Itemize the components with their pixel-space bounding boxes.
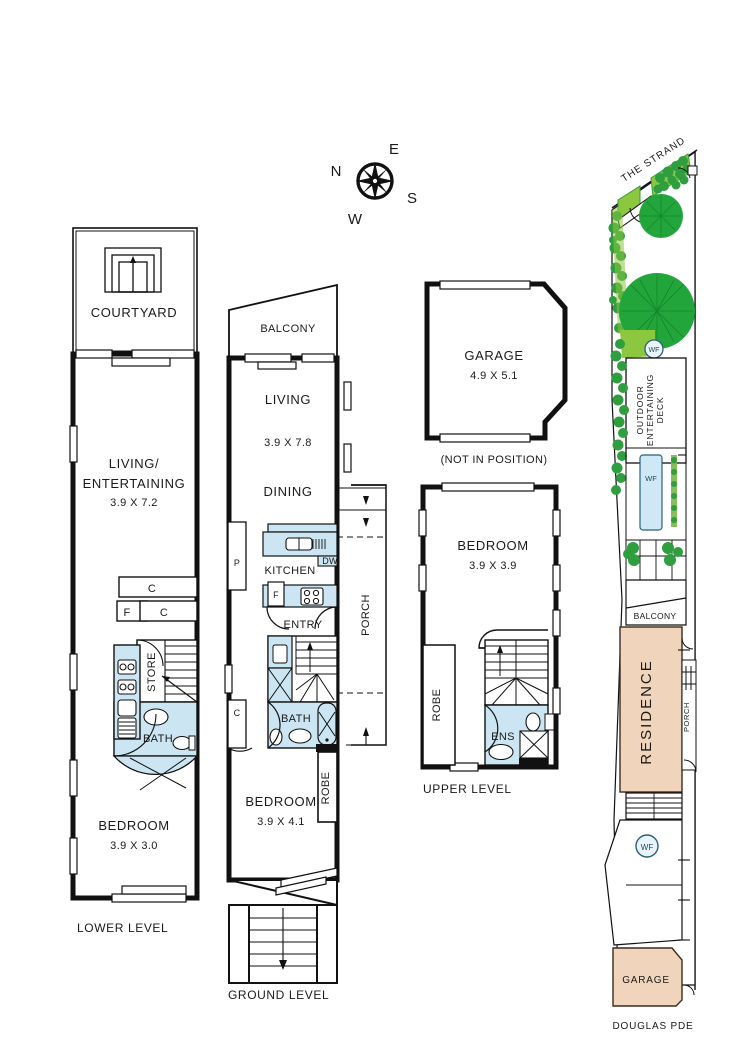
site-label-deck: DECK bbox=[655, 397, 665, 424]
site-residence: RESIDENCE bbox=[619, 626, 683, 793]
room-label-bedroom-lower: BEDROOM bbox=[98, 818, 169, 833]
lower-store-stair: STORE bbox=[136, 639, 198, 703]
room-label-bedroom-ground: BEDROOM bbox=[245, 794, 316, 809]
room-label-balcony: BALCONY bbox=[260, 323, 316, 335]
ground-bottom-window bbox=[275, 867, 338, 896]
compass-south-label: S bbox=[407, 190, 417, 207]
ground-pantry: P bbox=[227, 521, 247, 591]
room-label-entry: ENTRY bbox=[283, 619, 322, 631]
site-outdoor-deck: OUTDOOR ENTERTAINING DECK bbox=[625, 357, 687, 464]
room-label-robe-ground: ROBE bbox=[320, 772, 332, 805]
water-feature-marker-3: WF bbox=[635, 834, 659, 858]
wf-label-3: WF bbox=[641, 843, 654, 852]
upper-stair bbox=[478, 629, 549, 706]
level-caption-upper: UPPER LEVEL bbox=[423, 782, 512, 796]
room-label-bath-ground: BATH bbox=[281, 713, 311, 725]
lower-living-entertaining: LIVING/ ENTERTAINING 3.9 X 7.2 bbox=[83, 456, 186, 509]
site-pool-planting bbox=[671, 455, 677, 527]
ground-robe: ROBE bbox=[317, 751, 338, 823]
lower-level-walls bbox=[70, 351, 200, 901]
garage-caption: (NOT IN POSITION) bbox=[441, 454, 548, 466]
annotation-c-1: C bbox=[148, 583, 156, 595]
ground-front-steps bbox=[228, 904, 338, 984]
room-label-robe-upper: ROBE bbox=[431, 689, 443, 722]
compass-north-label: N bbox=[331, 163, 342, 180]
upper-robe: ROBE bbox=[422, 644, 456, 766]
compass-west-label: W bbox=[348, 211, 363, 228]
annotation-dw: DW bbox=[322, 556, 338, 566]
ground-porch: PORCH bbox=[337, 484, 387, 746]
compass-rose: N E S W bbox=[331, 141, 417, 228]
ground-bedroom: BEDROOM 3.9 X 4.1 bbox=[245, 794, 316, 828]
room-dims-garage: 4.9 X 5.1 bbox=[470, 370, 518, 382]
annotation-c-2: C bbox=[160, 607, 168, 619]
site-label-outdoor: OUTDOOR bbox=[635, 385, 645, 434]
room-dims-living: 3.9 X 7.2 bbox=[110, 497, 158, 509]
room-dims-bedroom-upper: 3.9 X 3.9 bbox=[469, 560, 517, 572]
ground-bath: BATH bbox=[267, 701, 338, 752]
compass-east-label: E bbox=[389, 141, 399, 158]
courtyard-stair bbox=[104, 247, 162, 293]
room-dims-bedroom-lower: 3.9 X 3.0 bbox=[110, 840, 158, 852]
site-plan: THE STRAND bbox=[604, 135, 698, 1032]
room-label-garage: GARAGE bbox=[464, 348, 523, 363]
room-label-living-1: LIVING/ bbox=[109, 456, 159, 471]
wf-label-1: WF bbox=[649, 347, 660, 354]
upper-level-plan: BEDROOM 3.9 X 3.9 ROBE bbox=[418, 482, 561, 796]
site-boundary-ticks bbox=[678, 454, 690, 941]
room-label-dining: DINING bbox=[263, 484, 312, 499]
site-tree-small bbox=[639, 194, 683, 238]
room-label-living-ground: LIVING bbox=[265, 392, 311, 407]
ground-balcony: BALCONY bbox=[228, 283, 338, 359]
lower-cupboards: C F C bbox=[116, 576, 198, 622]
ground-living-dining: LIVING 3.9 X 7.8 DINING bbox=[263, 392, 312, 499]
site-garage: GARAGE bbox=[612, 947, 683, 1007]
street-label-bottom: DOUGLAS PDE bbox=[612, 1021, 693, 1032]
annotation-f-1: F bbox=[123, 607, 130, 619]
water-feature-marker-1: WF bbox=[644, 339, 664, 359]
ground-level-openings bbox=[224, 353, 352, 694]
level-caption-ground: GROUND LEVEL bbox=[228, 988, 329, 1002]
room-label-kitchen: KITCHEN bbox=[264, 565, 315, 577]
site-gate-mid bbox=[683, 759, 697, 773]
lower-bedroom: BEDROOM 3.9 X 3.0 bbox=[98, 818, 169, 852]
site-label-garage: GARAGE bbox=[622, 975, 670, 986]
upper-ensuite: ENS bbox=[484, 704, 555, 766]
site-balcony: BALCONY bbox=[625, 579, 687, 626]
site-pool: WF bbox=[625, 447, 687, 541]
room-label-porch: PORCH bbox=[360, 594, 372, 636]
annotation-f-ground: F bbox=[273, 590, 279, 600]
site-shrub-band bbox=[623, 539, 687, 581]
garage-plan: GARAGE 4.9 X 5.1 (NOT IN POSITION) bbox=[424, 280, 568, 466]
wf-label-2: WF bbox=[645, 474, 657, 483]
site-steps bbox=[625, 792, 683, 820]
lower-courtyard: COURTYARD bbox=[72, 227, 198, 355]
ground-stair bbox=[267, 635, 338, 703]
ground-level-plan: BALCONY LIVING 3.9 X 7.8 DINING P bbox=[224, 283, 387, 1002]
site-label-balcony: BALCONY bbox=[634, 611, 677, 621]
annotation-p: P bbox=[234, 558, 240, 568]
lower-bath: BATH bbox=[112, 644, 199, 791]
site-driveway bbox=[604, 819, 683, 946]
room-dims-living-ground: 3.9 X 7.8 bbox=[264, 437, 312, 449]
site-mid-hedge bbox=[610, 339, 629, 495]
site-label-entertaining: ENTERTAINING bbox=[645, 374, 655, 446]
upper-level-openings bbox=[418, 482, 561, 772]
site-gate-bottom bbox=[683, 984, 695, 996]
site-label-residence: RESIDENCE bbox=[638, 659, 655, 765]
ground-hall-cupboard: C bbox=[227, 699, 253, 752]
room-label-courtyard: COURTYARD bbox=[91, 305, 178, 320]
room-label-store: STORE bbox=[146, 652, 158, 692]
room-dims-bedroom-ground: 3.9 X 4.1 bbox=[257, 816, 305, 828]
annotation-c-ground: C bbox=[234, 708, 241, 718]
ground-entry: ENTRY bbox=[266, 606, 338, 631]
ground-kitchen: DW KITCHEN F bbox=[262, 523, 338, 608]
lower-level-openings bbox=[69, 349, 195, 903]
room-label-bedroom-upper: BEDROOM bbox=[457, 538, 528, 553]
site-label-porch: PORCH bbox=[682, 702, 691, 732]
site-porch: PORCH bbox=[681, 637, 697, 771]
lower-level-plan: COURTYARD LIVING/ ENTERTAINING 3.9 X bbox=[69, 227, 200, 935]
level-caption-lower: LOWER LEVEL bbox=[77, 921, 168, 935]
room-label-living-2: ENTERTAINING bbox=[83, 476, 186, 491]
